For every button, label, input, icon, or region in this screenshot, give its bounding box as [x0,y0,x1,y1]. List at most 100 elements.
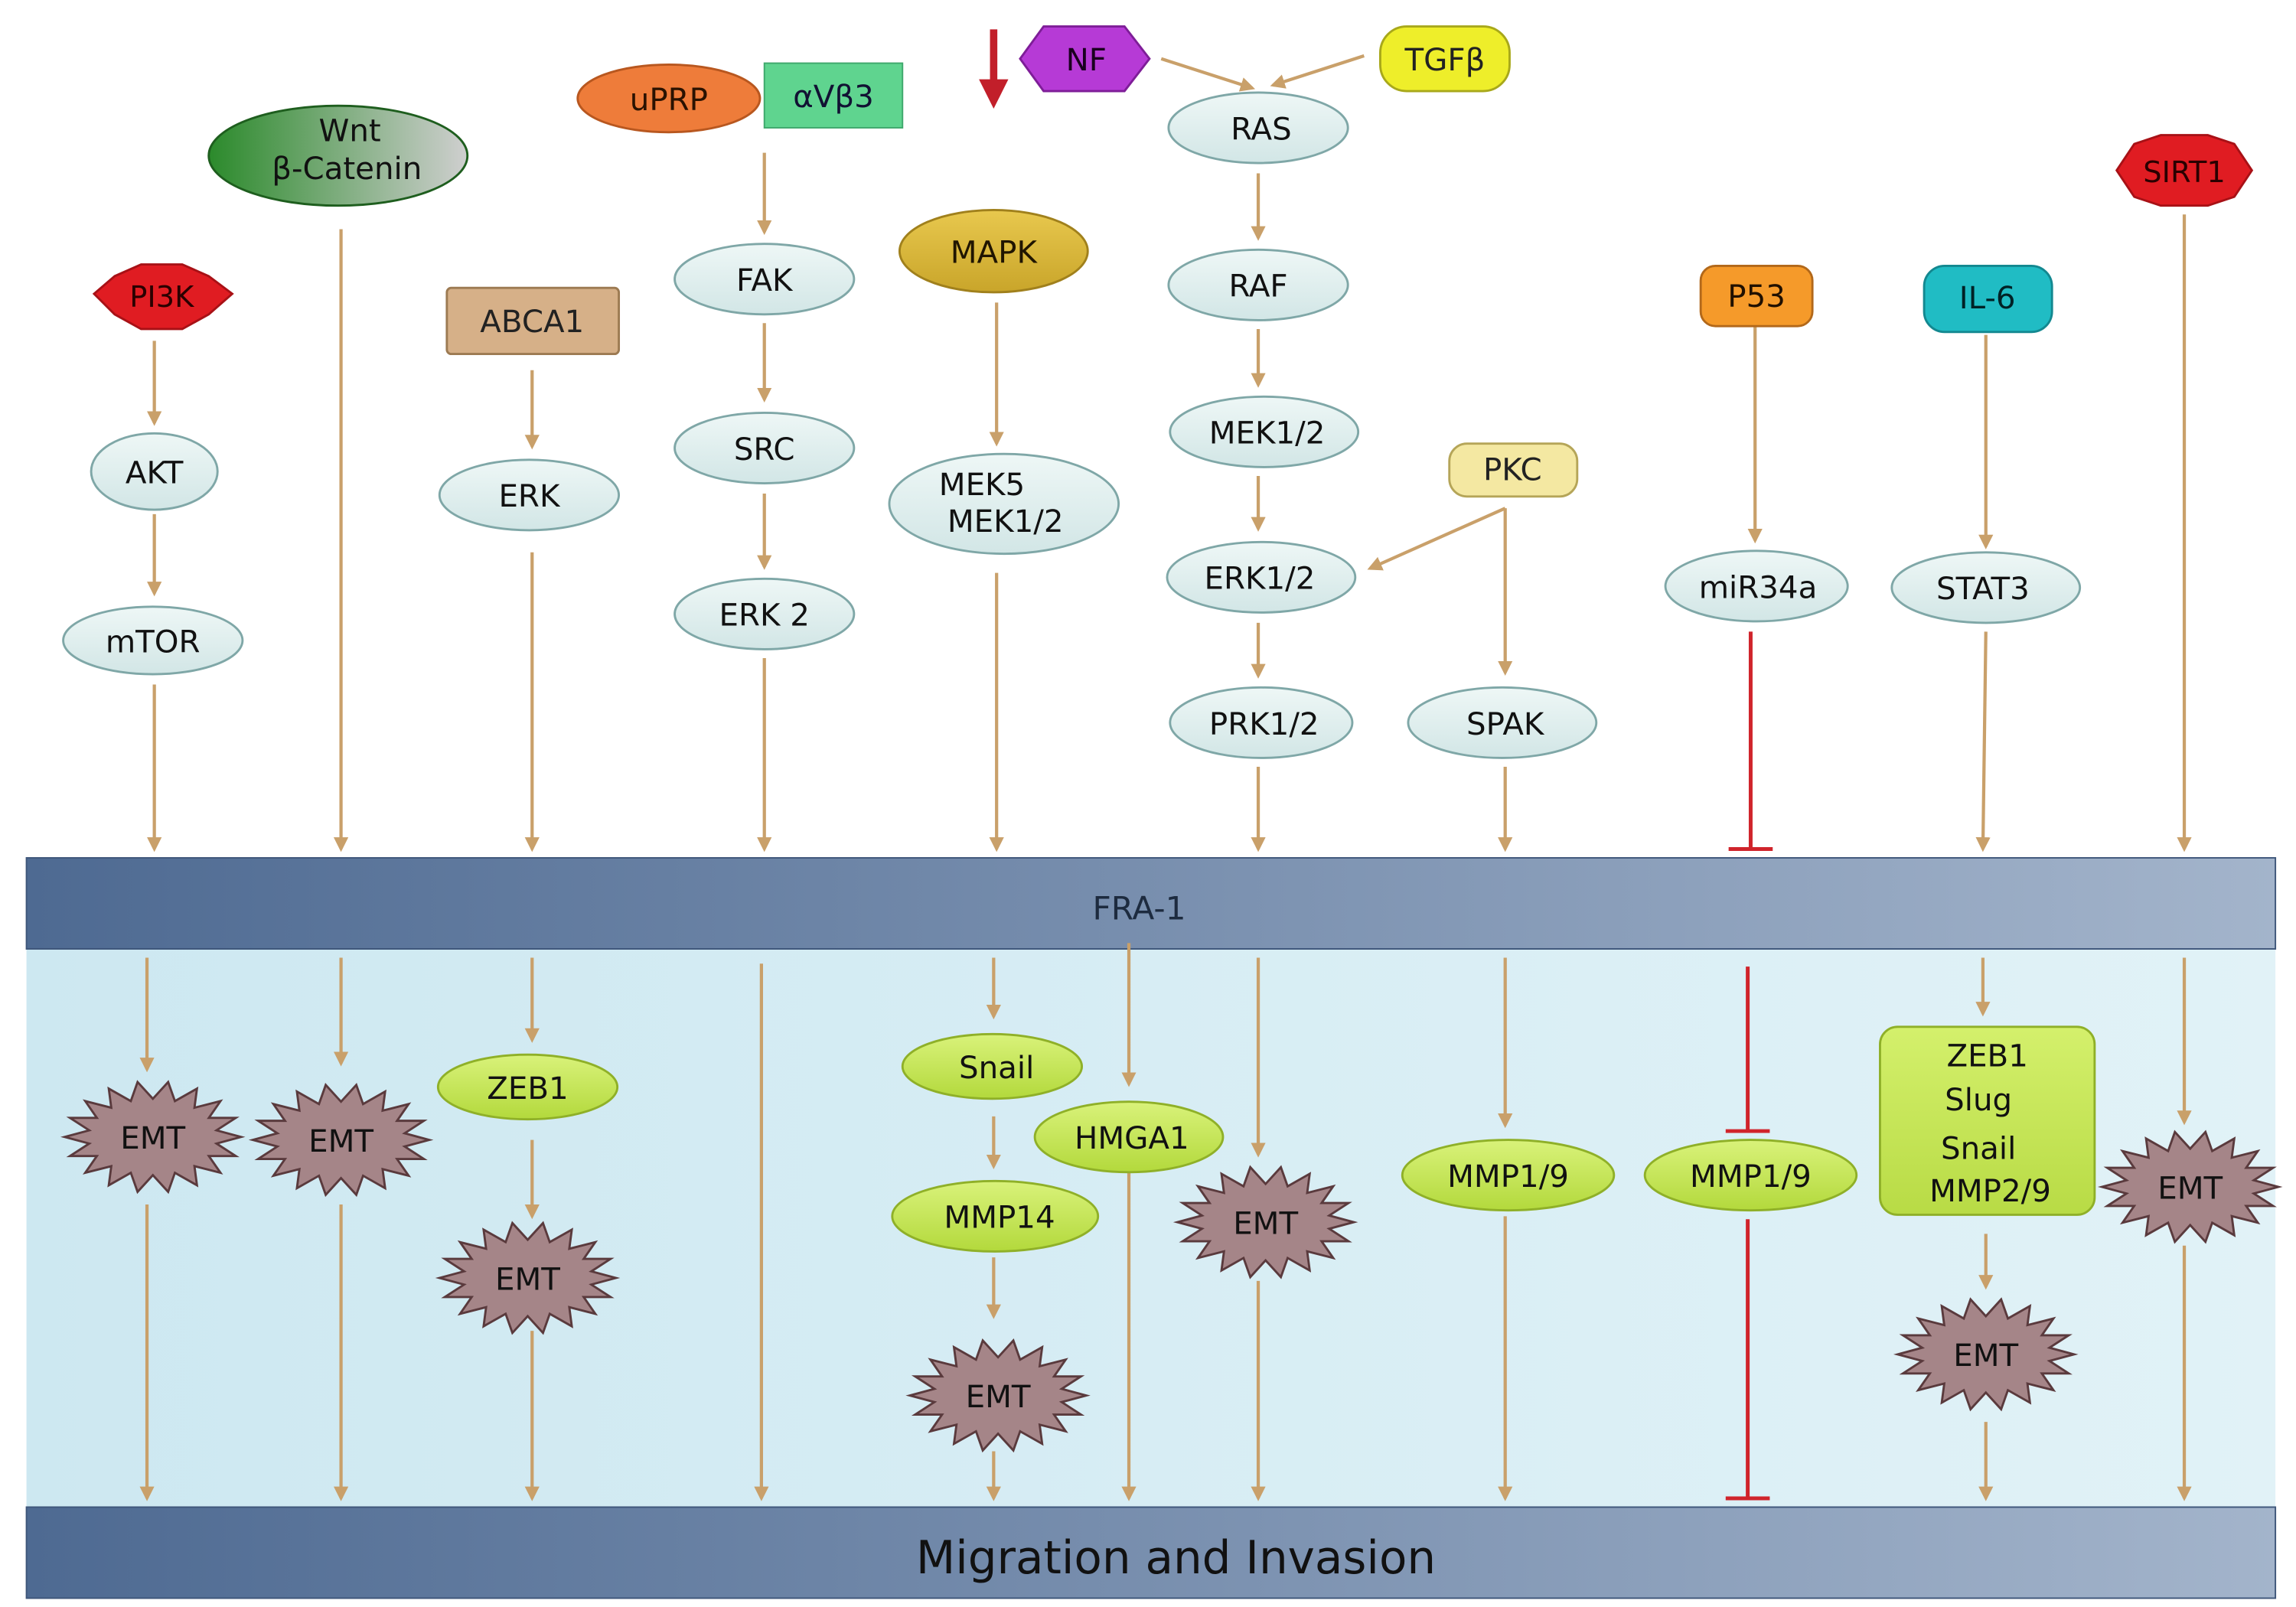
node-tgfb-label: TGFβ [1404,42,1486,78]
node-emt-erk: EMT [1172,1165,1358,1279]
upper-arrows [147,54,2192,852]
node-mtor-label: mTOR [106,624,201,660]
node-prk12-label: PRK1/2 [1209,706,1319,742]
node-pkc: PKC [1448,442,1579,498]
node-src-label: SRC [734,432,795,468]
emt-star-shape [248,1083,434,1198]
node-avb3: αVβ3 [763,62,904,129]
node-hmga1: HMGA1 [1033,1100,1225,1174]
node-mmp14-label: MMP14 [944,1200,1055,1236]
node-spak: SPAK [1407,686,1598,759]
node-p53: P53 [1699,265,1814,328]
node-mir34a-label: miR34a [1699,569,1818,605]
emt-label: EMT [1233,1205,1298,1241]
node-pkc-label: PKC [1483,452,1542,488]
node-prk12: PRK1/2 [1169,686,1354,759]
box-snail-label: Snail [1941,1131,2016,1167]
emt-star-shape [905,1338,1091,1453]
node-fak-label: FAK [736,262,794,298]
node-erk-label: ERK [498,478,561,514]
node-il6-label: IL-6 [1959,280,2016,316]
node-uprp-label: uPRP [630,82,708,118]
node-abca1: ABCA1 [445,286,621,356]
node-emt-zeb1: EMT [435,1221,621,1335]
node-spak-label: SPAK [1466,706,1545,742]
node-ras: RAS [1167,91,1349,165]
node-snail-label: Snail [959,1050,1034,1086]
node-abca1-label: ABCA1 [480,304,584,340]
fra1-band: FRA-1 [25,857,2277,950]
emt-starbursts: EMT EMT EMT EMT EMT EMT EMT [60,1080,2283,1453]
node-mir34a: miR34a [1664,549,1849,623]
node-zeb1-label: ZEB1 [487,1071,568,1107]
node-sirt1-label: SIRT1 [2143,155,2225,190]
migration-invasion-label: Migration and Invasion [916,1532,1436,1585]
node-erk2: ERK 2 [673,577,856,650]
node-hmga1-label: HMGA1 [1075,1120,1189,1156]
node-mtor: mTOR [62,605,244,676]
emt-label: EMT [308,1123,373,1159]
downregulation-arrow-icon [979,29,1009,109]
emt-star-shape [1893,1297,2079,1412]
node-beta-catenin-label: β-Catenin [272,151,422,187]
node-mmp19-right: MMP1/9 [1643,1139,1858,1212]
node-mapk: MAPK [898,209,1089,294]
emt-label: EMT [1953,1338,2018,1374]
emt-star-shape [2097,1129,2283,1244]
node-p53-label: P53 [1727,279,1786,315]
node-stat3-label: STAT3 [1936,571,2030,607]
node-mmp14: MMP14 [891,1179,1100,1253]
box-slug-label: Slug [1945,1082,2012,1118]
node-avb3-label: αVβ3 [793,79,874,115]
node-sirt1: SIRT1 [2115,134,2254,207]
node-pi3k: PI3K [92,263,234,331]
node-akt: AKT [90,432,219,511]
node-erk2-label: ERK 2 [719,598,810,634]
node-erk12-label: ERK1/2 [1205,561,1316,597]
node-mek5-label: MEK5 [939,467,1025,503]
node-nf: NF [1019,25,1151,93]
node-emt-wnt: EMT [248,1083,434,1198]
node-emt-sirt1: EMT [2097,1129,2283,1244]
node-snail: Snail [901,1032,1084,1100]
node-erk: ERK [438,458,621,532]
lower-arrows [139,943,2192,1501]
node-mek12: MEK1/2 [1169,395,1360,468]
node-wnt-label: Wnt [318,112,380,148]
migration-invasion-band: Migration and Invasion [25,1506,2277,1599]
node-nf-label: NF [1066,42,1107,78]
node-raf: RAF [1167,248,1349,321]
emt-star-shape [435,1221,621,1335]
node-uprp: uPRP [576,64,762,134]
node-erk12: ERK1/2 [1166,540,1357,614]
node-mek12-label: MEK1/2 [947,504,1064,539]
emt-label: EMT [966,1379,1031,1415]
node-emt-mmp14: EMT [905,1338,1091,1453]
node-src: SRC [673,411,856,484]
node-mmp19-right-label: MMP1/9 [1690,1159,1812,1195]
emt-star-shape [60,1080,246,1195]
node-emt-box: EMT [1893,1297,2079,1412]
emt-star-shape [1172,1165,1358,1279]
fra1-label: FRA-1 [1092,890,1186,927]
node-tgfb: TGFβ [1379,25,1511,93]
box-mmp29-label: MMP2/9 [1929,1173,2051,1209]
box-zeb1-label: ZEB1 [1946,1038,2027,1074]
emt-label: EMT [2157,1170,2223,1206]
node-zeb1-slug-snail-mmp29-box: ZEB1 Slug Snail MMP2/9 [1879,1025,2096,1216]
node-pi3k-label: PI3K [129,280,194,315]
inhibition-lines [1725,631,1773,1501]
node-akt-label: AKT [126,455,184,491]
node-wnt-beta-catenin: Wnt β-Catenin [207,104,469,207]
node-mek5-mek12: MEK5 MEK1/2 [888,452,1120,556]
node-zeb1: ZEB1 [436,1053,619,1121]
emt-label: EMT [120,1120,185,1156]
node-stat3: STAT3 [1890,551,2082,624]
node-fak: FAK [673,243,856,316]
node-emt-pi3k: EMT [60,1080,246,1195]
node-il6: IL-6 [1923,265,2053,334]
node-raf-label: RAF [1228,269,1287,305]
node-mmp19-left-label: MMP1/9 [1447,1159,1569,1195]
node-mapk-label: MAPK [951,235,1039,271]
